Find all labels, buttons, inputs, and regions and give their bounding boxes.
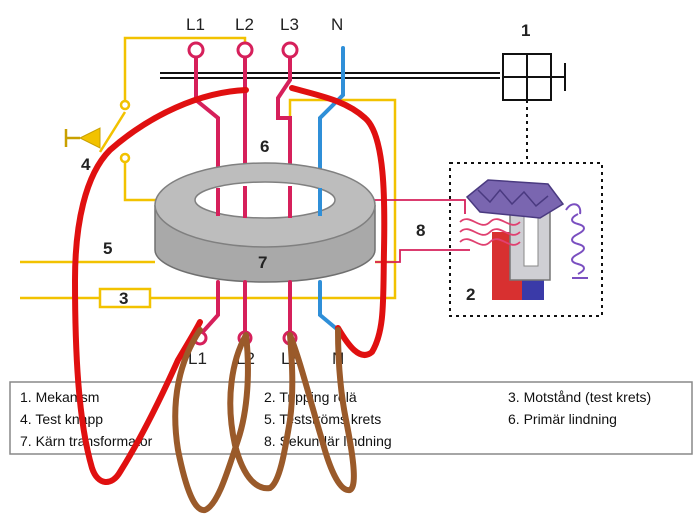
legend-item-8: 8. Sekundär lindning [264, 433, 392, 449]
callout-7: 7 [258, 253, 267, 272]
legend-item-3: 3. Motstånd (test krets) [508, 389, 651, 405]
legend-item-1: 1. Mekanism [20, 389, 99, 405]
callout-2: 2 [466, 285, 475, 304]
relay-spring-icon [565, 203, 588, 279]
legend-item-6: 6. Primär lindning [508, 411, 617, 427]
conductors-through-core [216, 186, 322, 218]
terminal-label-top-n: N [331, 15, 343, 34]
terminal-circles-top [187, 41, 299, 59]
callout-5: 5 [103, 239, 112, 258]
mechanism-symbol [502, 53, 566, 101]
callout-6: 6 [260, 137, 269, 156]
relay-coil-icon [459, 218, 521, 246]
callout-8: 8 [416, 221, 425, 240]
relay-magnet-icon [465, 179, 565, 300]
callout-4: 4 [81, 155, 91, 174]
callout-3: 3 [119, 289, 128, 308]
terminal-label-top-l3: L3 [280, 15, 299, 34]
terminal-label-bottom-l1: L1 [188, 349, 207, 368]
core-transformer-icon [154, 162, 376, 283]
test-resistor [98, 287, 152, 309]
legend-item-4: 4. Test knapp [20, 411, 103, 427]
terminal-label-top-l1: L1 [186, 15, 205, 34]
mechanism-bar [160, 72, 500, 79]
red-freehand-overlay [72, 85, 388, 485]
legend-item-5: 5. Testströms krets [264, 411, 381, 427]
test-button-icon [64, 127, 101, 149]
phase-conductors-bottom [198, 280, 340, 337]
tripping-relay-box [449, 162, 603, 317]
callout-1: 1 [521, 21, 530, 40]
brown-freehand-overlay [172, 327, 357, 513]
terminal-label-top-l2: L2 [235, 15, 254, 34]
